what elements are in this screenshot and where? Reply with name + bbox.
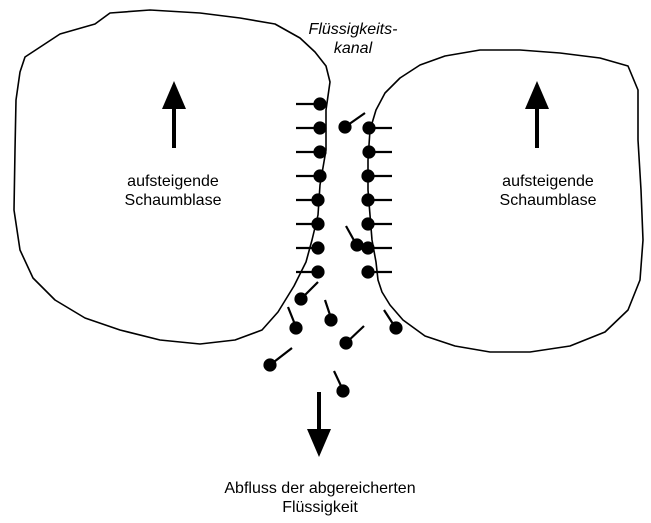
arrow-up-icon [162,81,186,148]
surfactant-molecule-icon [296,171,326,182]
right-bubble-label-line1: aufsteigende [478,172,618,191]
surfactant-molecule-icon [288,307,302,334]
surfactant-molecule-icon [296,267,324,278]
surfactant-molecule-icon [265,348,293,371]
surfactant-molecule-icon [296,99,326,110]
arrow-down-icon [307,392,331,457]
channel-label-line2: kanal [290,39,416,58]
surfactant-molecule-icon [363,195,393,206]
surfactant-molecule-icon [341,326,365,349]
surfactant-molecule-icon [296,147,326,158]
left-bubble-label-line1: aufsteigende [103,172,243,191]
left-surface-surfactants [296,99,326,278]
channel-label-line1: Flüssigkeits- [290,20,416,39]
surfactant-molecule-icon [363,243,393,254]
arrow-up-icon [525,81,549,148]
left-bubble-label: aufsteigende Schaumblase [103,172,243,210]
channel-label: Flüssigkeits- kanal [290,20,416,58]
surfactant-molecule-icon [384,310,402,334]
right-surface-surfactants [363,123,393,278]
left-bubble-label-line2: Schaumblase [103,191,243,210]
right-bubble-label-line2: Schaumblase [478,191,618,210]
surfactant-molecule-icon [296,282,319,305]
surfactant-molecule-icon [296,219,324,230]
surfactant-molecule-icon [325,300,337,326]
surfactant-molecule-icon [363,171,393,182]
surfactant-molecule-icon [340,113,366,133]
surfactant-molecule-icon [296,195,324,206]
surfactant-molecule-icon [296,243,324,254]
outflow-label-line1: Abfluss der abgereicherten [170,479,470,498]
surfactant-molecule-icon [346,226,363,251]
free-surfactants [265,113,402,397]
outflow-label-line2: Flüssigkeit [170,498,470,517]
outflow-label: Abfluss der abgereicherten Flüssigkeit [170,479,470,517]
right-bubble-label: aufsteigende Schaumblase [478,172,618,210]
surfactant-molecule-icon [364,147,393,158]
surfactant-molecule-icon [363,219,393,230]
surfactant-molecule-icon [296,123,326,134]
surfactant-molecule-icon [364,123,393,134]
surfactant-molecule-icon [334,371,349,397]
